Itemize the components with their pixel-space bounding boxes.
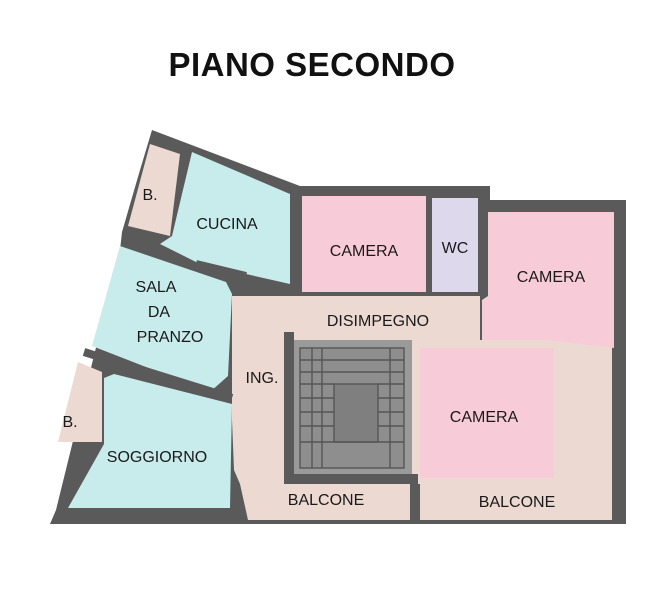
room-cucina-floor xyxy=(160,152,290,284)
label-camera-2: CAMERA xyxy=(517,269,586,286)
label-balcone-1: BALCONE xyxy=(288,492,364,509)
stair-steps xyxy=(299,347,405,469)
room-bagno-bottom-floor xyxy=(58,362,102,442)
room-sala-floor xyxy=(92,246,232,392)
label-disimpegno: DISIMPEGNO xyxy=(327,313,429,330)
inner-wall xyxy=(195,260,247,280)
label-soggiorno: SOGGIORNO xyxy=(107,449,207,466)
room-camera-1-floor xyxy=(302,196,426,292)
label-sala-line1: SALA xyxy=(136,279,177,296)
inner-wall xyxy=(82,348,234,402)
label-wc: WC xyxy=(442,240,469,257)
inner-wall xyxy=(284,332,294,482)
room-soggiorno-floor xyxy=(68,374,232,508)
label-ingresso: ING. xyxy=(246,370,279,387)
label-bagno-bottom: B. xyxy=(62,414,77,431)
label-camera-1: CAMERA xyxy=(330,243,399,260)
label-cucina: CUCINA xyxy=(196,216,258,233)
page-title: PIANO SECONDO xyxy=(168,46,456,83)
label-bagno-top: B. xyxy=(142,187,157,204)
label-balcone-2: BALCONE xyxy=(479,494,555,511)
room-camera-2-floor xyxy=(482,212,614,348)
label-camera-3: CAMERA xyxy=(450,409,519,426)
room-wc-floor xyxy=(432,198,478,292)
room-bagno-top-floor xyxy=(128,144,180,236)
inner-wall xyxy=(410,484,420,524)
label-sala-line3: PRANZO xyxy=(137,329,204,346)
room-camera-3-floor xyxy=(420,348,554,478)
label-sala-line2: DA xyxy=(148,304,171,321)
inner-wall xyxy=(284,474,418,484)
